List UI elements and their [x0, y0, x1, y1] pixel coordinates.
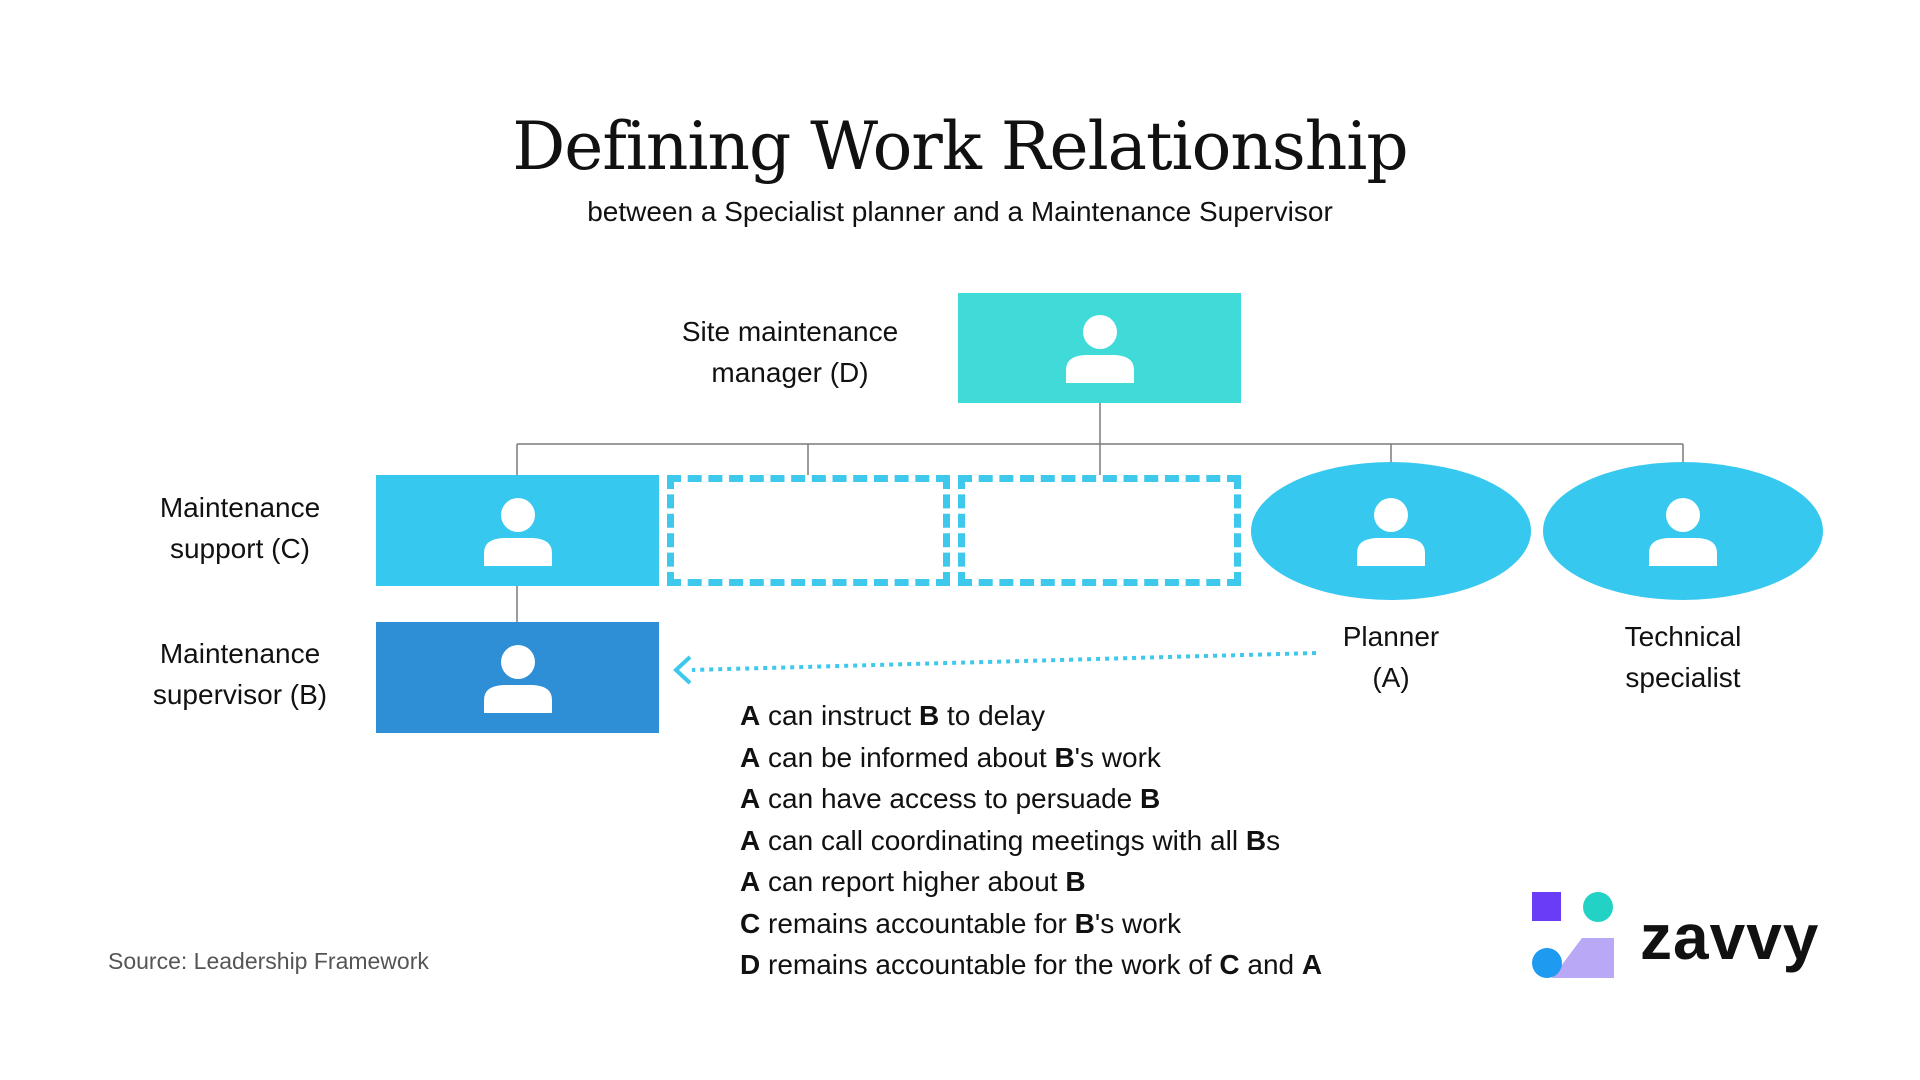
placeholder-box-2: [958, 475, 1241, 586]
statement-line: A can instruct B to delay: [740, 700, 1046, 731]
statement-line: A can report higher about B: [740, 866, 1086, 897]
technical-label-line2: specialist: [1625, 662, 1741, 693]
zavvy-logo-icon: [1532, 892, 1614, 978]
site-manager-label: Site maintenance manager (D): [640, 311, 940, 393]
supervisor-label: Maintenance supervisor (B): [90, 633, 390, 715]
dotted-arrow-head: [673, 655, 692, 685]
dotted-arrow-line: [691, 651, 1317, 672]
supervisor-label-line1: Maintenance: [159, 638, 321, 669]
support-label: Maintenance support (C): [90, 487, 390, 569]
page-title: Defining Work Relationship: [512, 108, 1408, 185]
person-icon: [1649, 498, 1717, 566]
support-label-line1: Maintenance: [159, 492, 321, 523]
technical-label-line1: Technical: [1624, 621, 1742, 652]
person-icon: [483, 497, 552, 566]
statement-line: D remains accountable for the work of C …: [740, 949, 1323, 980]
statement-line: A can have access to persuade B: [740, 783, 1161, 814]
site-manager-box: [958, 293, 1241, 403]
statement-line: A can call coordinating meetings with al…: [740, 824, 1281, 856]
supervisor-box: [376, 622, 659, 733]
brand-name: zavvy: [1640, 901, 1820, 973]
person-icon: [1065, 315, 1134, 383]
page-subtitle: between a Specialist planner and a Maint…: [587, 196, 1333, 227]
source-note: Source: Leadership Framework: [108, 948, 429, 974]
relationship-statements: A can instruct B to delay A can be infor…: [740, 695, 1322, 986]
site-manager-label-line2: manager (D): [711, 357, 869, 388]
placeholder-box-1: [667, 475, 950, 586]
technical-label: Technical specialist: [1533, 616, 1833, 698]
statement-line: C remains accountable for B's work: [740, 907, 1182, 939]
planner-ellipse: [1251, 462, 1531, 600]
site-manager-label-line1: Site maintenance: [681, 316, 899, 347]
planner-label-line2: (A): [1372, 662, 1410, 693]
planner-label-line1: Planner: [1342, 621, 1440, 652]
supervisor-label-line2: supervisor (B): [152, 679, 328, 710]
planner-label: Planner (A): [1241, 616, 1541, 698]
person-icon: [483, 644, 552, 713]
technical-ellipse: [1543, 462, 1823, 600]
statement-line: A can be informed about B's work: [740, 741, 1161, 773]
support-label-line2: support (C): [169, 533, 311, 564]
support-box: [376, 475, 659, 586]
person-icon: [1357, 498, 1425, 566]
